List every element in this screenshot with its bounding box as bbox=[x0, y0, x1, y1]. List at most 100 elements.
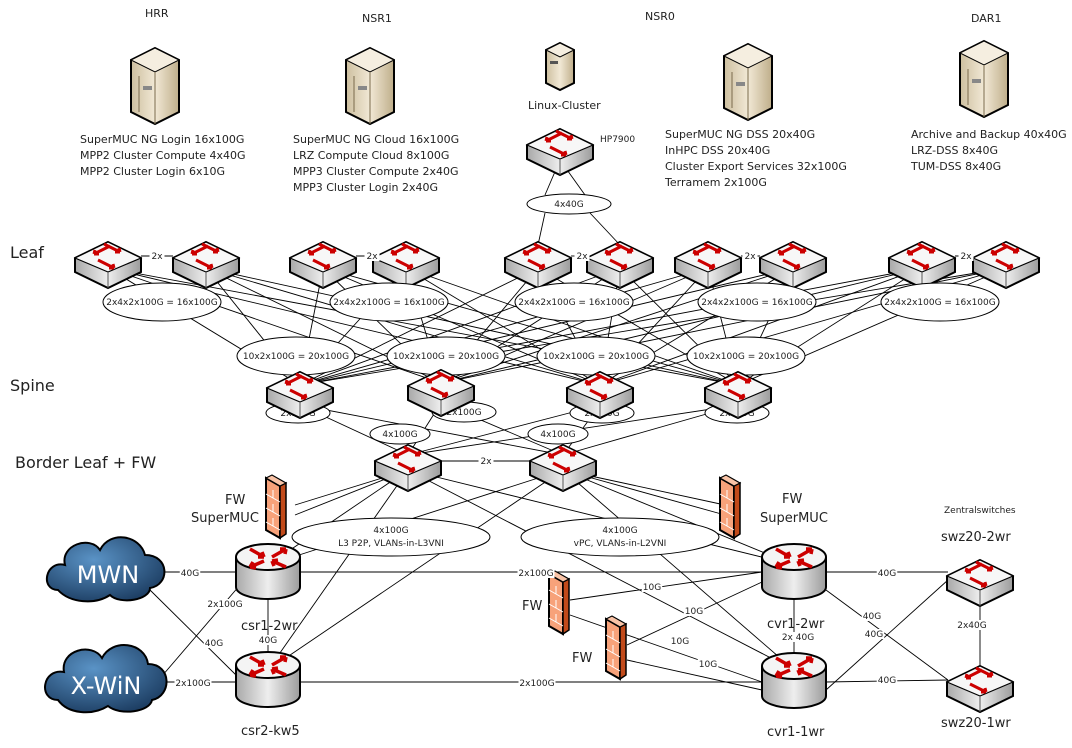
site-name: NSR1 bbox=[362, 12, 392, 25]
leaf-group-bubble-label: 2x4x2x100G = 16x100G bbox=[884, 298, 996, 308]
tier-label-leaf: Leaf bbox=[10, 243, 44, 262]
leaf-group-bubble-label: 2x4x2x100G = 16x100G bbox=[701, 298, 813, 308]
site-desc-line: Cluster Export Services 32x100G bbox=[665, 160, 847, 173]
site-desc-line: MPP2 Cluster Compute 4x40G bbox=[80, 149, 245, 162]
spine-link-bubble-label: 2x100G bbox=[446, 408, 481, 418]
link-line bbox=[589, 212, 621, 246]
site-desc-line: MPP2 Cluster Login 6x10G bbox=[80, 165, 225, 178]
border-bundle-bubble-label: vPC, VLANs-in-L2VNI bbox=[574, 539, 667, 549]
server-icon bbox=[959, 40, 1009, 118]
hp7900-switch-icon bbox=[525, 127, 595, 177]
link-label: 2x bbox=[960, 252, 972, 262]
cloud-label: X-WiN bbox=[71, 672, 142, 700]
central-title: Zentralswitches bbox=[944, 506, 1016, 516]
leaf-group-bubble bbox=[697, 282, 817, 322]
link-label: 40G bbox=[259, 636, 277, 646]
router-icon bbox=[760, 542, 828, 601]
link-line bbox=[205, 267, 601, 386]
router-label: csr1-2wr bbox=[241, 619, 298, 634]
site-desc-line: LRZ Compute Cloud 8x100G bbox=[293, 149, 449, 162]
firewall-icon bbox=[719, 474, 741, 539]
central-switch-label: swz20-2wr bbox=[941, 530, 1011, 545]
border-bundle-bubble bbox=[291, 517, 491, 557]
link-label: 2x bbox=[744, 252, 756, 262]
leaf-switch-icon bbox=[371, 240, 441, 290]
site-desc-line: Archive and Backup 40x40G bbox=[911, 128, 1067, 141]
border-bundle-bubble bbox=[520, 517, 720, 557]
linux-uplink-bubble bbox=[526, 193, 612, 215]
linux-cluster-label: Linux-Cluster bbox=[528, 99, 601, 112]
link-line bbox=[562, 469, 795, 566]
leaf-switch-icon bbox=[288, 240, 358, 290]
leaf-switch-icon bbox=[585, 240, 655, 290]
central-switch-label: swz20-1wr bbox=[941, 716, 1011, 731]
link-line bbox=[569, 614, 763, 683]
leaf-group-bubble bbox=[102, 282, 222, 322]
link-line bbox=[407, 469, 795, 671]
border-uplink-bubble-label: 4x100G bbox=[382, 430, 417, 440]
site-name: NSR0 bbox=[645, 10, 675, 23]
leaf-switch-icon bbox=[171, 240, 241, 290]
link-label: 2x100G bbox=[518, 569, 553, 579]
link-line bbox=[440, 267, 923, 384]
tier-label-spine: Spine bbox=[10, 376, 55, 395]
link-label: 2x bbox=[576, 252, 588, 262]
leaf-group-bubble bbox=[880, 282, 1000, 322]
link-label: 2x100G bbox=[519, 679, 554, 689]
site-desc-line: TUM-DSS 8x40G bbox=[910, 160, 1001, 173]
link-label: 10G bbox=[699, 660, 717, 670]
leaf-switch-icon bbox=[73, 240, 143, 290]
link-line bbox=[299, 267, 709, 386]
site-desc-line: LRZ-DSS 8x40G bbox=[911, 144, 998, 157]
border-uplink-bubble bbox=[527, 423, 589, 445]
spine-group-bubble-label: 10x2x100G = 20x100G bbox=[543, 352, 649, 362]
link-label: 2x40G bbox=[957, 621, 987, 631]
site-desc-line: SuperMUC NG Cloud 16x100G bbox=[293, 133, 459, 146]
link-line bbox=[407, 469, 795, 566]
link-label: 2x100G bbox=[207, 600, 242, 610]
link-label: 10G bbox=[685, 607, 703, 617]
leaf-switch-icon bbox=[971, 240, 1041, 290]
leaf-group-bubble bbox=[514, 282, 634, 322]
link-label: 40G bbox=[878, 569, 896, 579]
leaf-group-bubble-label: 2x4x2x100G = 16x100G bbox=[333, 298, 445, 308]
cloud-label: MWN bbox=[77, 561, 139, 589]
central-switch-icon bbox=[945, 664, 1015, 714]
link-line bbox=[267, 469, 409, 671]
link-line bbox=[599, 267, 923, 386]
firewall-icon bbox=[605, 615, 627, 680]
spine-group-bubble-label: 10x2x100G = 20x100G bbox=[693, 352, 799, 362]
router-label: csr2-kw5 bbox=[241, 724, 300, 739]
site-desc-line: MPP3 Cluster Login 2x40G bbox=[293, 181, 438, 194]
leaf-group-bubble-label: 2x4x2x100G = 16x100G bbox=[518, 298, 630, 308]
fw-label: SuperMUC bbox=[191, 511, 259, 526]
router-icon bbox=[234, 650, 302, 709]
router-icon bbox=[760, 651, 828, 710]
firewall-icon bbox=[265, 474, 287, 539]
router-label: cvr1-2wr bbox=[767, 617, 825, 632]
link-label: 2x bbox=[480, 457, 492, 467]
border-bundle-bubble-label: 4x100G bbox=[602, 526, 637, 536]
site-desc-line: MPP3 Cluster Compute 2x40G bbox=[293, 165, 458, 178]
fw-label: FW bbox=[225, 493, 245, 508]
link-label: 40G bbox=[878, 676, 896, 686]
central-switch-icon bbox=[945, 558, 1015, 608]
site-desc-line: InHPC DSS 20x40G bbox=[665, 144, 770, 157]
link-line bbox=[149, 589, 237, 676]
link-label: 2x bbox=[151, 252, 163, 262]
firewall-icon bbox=[548, 570, 570, 635]
leaf-switch-icon bbox=[673, 240, 743, 290]
server-icon bbox=[345, 47, 395, 125]
spine-group-bubble-label: 10x2x100G = 20x100G bbox=[393, 352, 499, 362]
fw-label: FW bbox=[782, 492, 802, 507]
server-icon bbox=[723, 43, 773, 121]
link-line bbox=[569, 571, 763, 601]
router-label: cvr1-1wr bbox=[767, 725, 825, 740]
router-icon bbox=[234, 542, 302, 601]
cloud-icon: X-WiN bbox=[44, 644, 168, 714]
site-name: DAR1 bbox=[971, 12, 1001, 25]
hp7900-label: HP7900 bbox=[600, 135, 635, 145]
link-line bbox=[825, 579, 949, 691]
leaf-switch-icon bbox=[887, 240, 957, 290]
